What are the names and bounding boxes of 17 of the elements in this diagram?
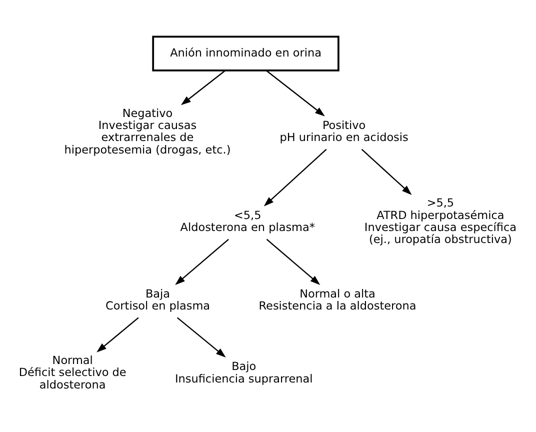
node-text: >5,5 ATRD hiperpotasémica Investigar causa específica (ej., uropatía obstructiva) xyxy=(364,196,517,246)
node-text: Normal Déficit selectivo de aldosterona xyxy=(18,354,126,392)
arrow xyxy=(361,148,412,195)
node-text: Positivo pH urinario en acidosis xyxy=(280,119,408,144)
arrow xyxy=(175,238,229,285)
node-text: Baja Cortisol en plasma xyxy=(106,288,210,313)
node-text: Negativo Investigar causas extrarrenales de hiperpotesemia (drogas, etc.) xyxy=(64,106,231,156)
node-text: <5,5 Aldosterona en plasma* xyxy=(180,208,315,234)
node-text: Normal o alta Resistencia a la aldosterona xyxy=(258,288,416,313)
arrow xyxy=(176,317,226,358)
arrow xyxy=(266,70,325,116)
arrow xyxy=(96,317,139,352)
node-box: Anión innominado en orina xyxy=(152,36,340,72)
arrow xyxy=(266,238,320,285)
node-text: Bajo Insuficiencia suprarrenal xyxy=(174,360,313,386)
arrow xyxy=(264,148,327,206)
arrow xyxy=(180,70,226,106)
